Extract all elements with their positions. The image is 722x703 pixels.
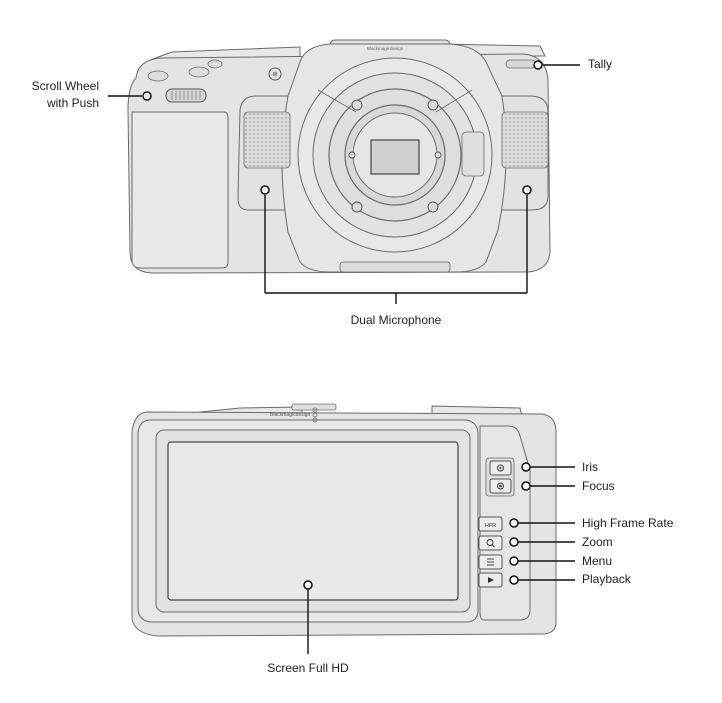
zoom-label: Zoom <box>582 535 613 549</box>
focus-label: Focus <box>582 479 615 493</box>
front-callout-lines <box>108 64 580 304</box>
image-sensor <box>370 139 420 175</box>
tally-light <box>505 59 537 69</box>
scroll-wheel-label-line2: with Push <box>46 96 99 110</box>
iris-icon <box>497 464 504 472</box>
high-frame-rate-label: High Frame Rate <box>582 516 674 530</box>
iris-label: Iris <box>582 460 598 474</box>
rear-callout-lines <box>307 466 575 654</box>
high-frame-rate-button[interactable] <box>478 516 503 532</box>
zoom-icon <box>486 539 495 548</box>
front-callout-dots <box>142 60 543 195</box>
hfr-button-label: HFR <box>485 523 496 529</box>
rear-callout-dots <box>303 462 531 590</box>
menu-label: Menu <box>582 554 613 568</box>
screen-label: Screen Full HD <box>267 661 349 675</box>
scroll-wheel-label: Scroll Wheel with Push <box>10 78 99 112</box>
scroll-wheel-label-line1: Scroll Wheel <box>31 79 99 93</box>
left-microphone-grille <box>243 111 291 169</box>
zoom-button[interactable] <box>478 535 503 551</box>
front-brand: Blackmagicdesign <box>367 46 404 51</box>
dual-microphone-label: Dual Microphone <box>350 313 442 327</box>
menu-icon <box>487 558 494 566</box>
rear-brand: Blackmagicdesign <box>270 412 311 418</box>
right-microphone-grille <box>501 111 549 169</box>
front-top-controls <box>147 59 223 82</box>
focus-icon <box>497 482 504 490</box>
tally-label: Tally <box>588 57 613 71</box>
mount-screws <box>348 99 442 213</box>
lcd-screen[interactable] <box>167 441 459 601</box>
play-icon <box>488 577 494 583</box>
playback-label: Playback <box>582 572 631 586</box>
